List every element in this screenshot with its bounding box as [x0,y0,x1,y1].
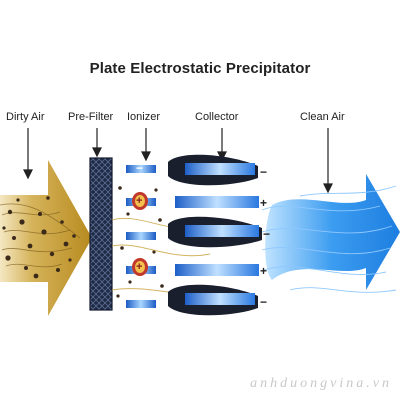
diagram-title: Plate Electrostatic Precipitator [89,60,311,77]
collector-negative-sign-3: − [260,295,268,309]
collector-negative-sign-2: − [263,227,271,241]
ionizer-positive-sign-2: + [136,261,143,273]
collector-positive-sign: + [260,196,268,210]
clean-air-streaks [261,185,397,293]
dirty-air-arrow [0,160,92,316]
label-collector: Collector [195,111,239,123]
watermark: anhduongvina.vn [250,376,392,391]
ionizer-positive-sign: + [136,195,143,207]
collector-negative-sign: − [260,165,268,179]
ionizer-wires [132,192,148,276]
collector-plates [168,154,262,316]
ionizer-plates [126,165,156,308]
label-dirty-air: Dirty Air [6,111,45,123]
label-ionizer: Ionizer [127,111,161,123]
ionized-particles [116,186,164,298]
dirty-air-particles [2,196,76,279]
ionizer-negative-sign: − [136,161,144,175]
label-pre-filter: Pre-Filter [68,111,114,123]
label-pointers [23,128,333,194]
collector-positive-sign-2: + [260,264,268,278]
dirty-air-streaks [0,203,81,268]
pre-filter-mesh [89,157,113,311]
label-clean-air: Clean Air [300,111,345,123]
